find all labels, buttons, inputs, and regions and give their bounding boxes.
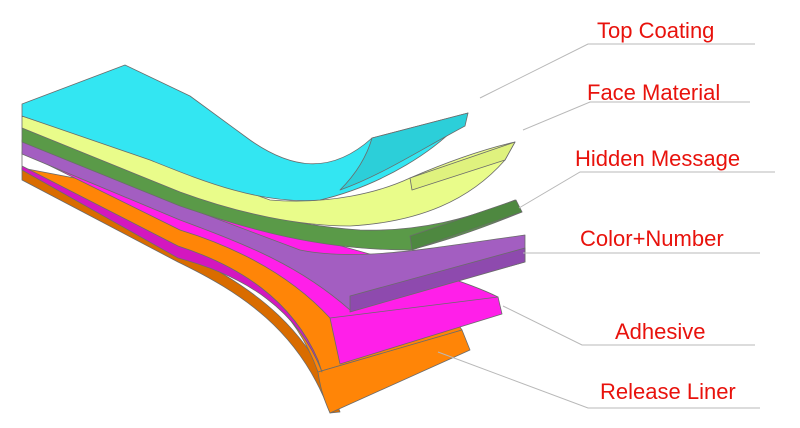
- hidden-message-front: [409, 199, 523, 251]
- color-number-layer: [21, 139, 526, 313]
- leader-top-coating: [479, 43, 755, 99]
- face-material-layer: [21, 115, 516, 227]
- face-material-label: Face Material: [587, 80, 721, 105]
- release-liner-front: [317, 329, 471, 414]
- top-coating-top: [21, 64, 469, 202]
- leader-hidden-message: [518, 171, 775, 209]
- hidden-message-label: Hidden Message: [575, 146, 741, 171]
- color-number-label: Color+Number: [580, 226, 724, 251]
- adhesive-label: Adhesive: [615, 319, 706, 344]
- adhesive-side: [21, 151, 323, 373]
- top-coating-front: [339, 112, 469, 191]
- top-coating-label: Top Coating: [597, 18, 715, 43]
- release-liner-label: Release Liner: [600, 379, 736, 404]
- color-number-front: [349, 247, 526, 313]
- leader-face-material: [522, 101, 750, 131]
- leader-release-liner: [437, 351, 760, 409]
- leader-adhesive: [502, 305, 755, 346]
- face-material-top: [21, 115, 516, 227]
- color-number-top: [21, 139, 526, 311]
- face-material-front: [409, 141, 516, 191]
- leader-lines: [437, 43, 775, 409]
- top-coating-layer: [21, 64, 469, 202]
- adhesive-front: [329, 296, 503, 365]
